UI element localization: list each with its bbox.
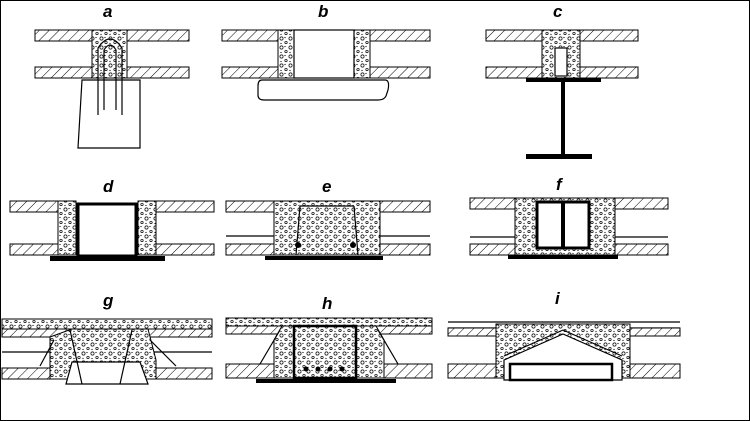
label-b: b [318,2,328,21]
joint-d-right [137,200,157,256]
detail-i: i [447,289,681,382]
detail-b: b [221,2,431,101]
bar-e-1 [295,242,301,248]
label-a: a [103,2,112,21]
box-i [508,362,614,382]
joint-b-right [353,29,371,79]
slab-d-bot-right [151,243,215,256]
slab-a-top-right [126,29,190,42]
slab-h-top-left [225,325,283,335]
detail-f: f [469,175,669,259]
slab-a-bot-right [126,66,190,79]
slab-b-top-left [221,29,283,42]
stud-c [554,47,568,77]
loop-rebar-a-inner [103,44,117,110]
bar-h-1 [303,366,309,372]
slab-h-bot-left [225,363,275,379]
slab-h-bot-right [383,363,433,379]
slab-c-top-right [579,29,639,42]
joint-b-left [277,29,295,79]
detail-e: e [225,177,431,260]
detail-d: d [9,177,215,261]
slab-g-bot-right [155,367,213,380]
beam-c-web [561,82,565,154]
slab-f-top-right [607,197,669,210]
tie-g-right [149,339,177,367]
slab-a-top-left [34,29,93,42]
slab-c-top-left [485,29,543,42]
tie-g-left [39,339,55,367]
formwork-b [257,79,390,101]
detail-h: h [225,294,433,383]
loop-rebar-a [97,38,123,115]
slab-a-bot-left [34,66,93,79]
slab-c-bot-right [579,66,639,79]
slab-g-bot-left [1,367,51,380]
edge-e-right [353,205,359,256]
beam-c-bottom-flange [526,154,592,159]
box-h [292,324,358,380]
slab-i-bot-right [629,363,681,379]
detail-g: g [1,291,213,385]
joint-d-left [57,200,77,256]
label-i: i [555,289,561,308]
formwork-a [77,79,141,149]
slab-i-top-right [629,327,681,337]
strut-g-2 [119,329,133,385]
label-h: h [322,294,332,313]
bar-h-2 [315,366,321,372]
plate-d [50,256,165,261]
slab-i-top-left [447,327,499,337]
label-e: e [322,177,331,196]
label-g: g [102,291,114,310]
slab-b-top-right [367,29,431,42]
rafter-i-left [503,329,564,357]
bar-h-3 [327,366,333,372]
rafter-i-right [562,329,623,357]
slab-c-bot-left [485,66,543,79]
beam-c-top-flange [526,78,601,82]
detail-c: c [485,2,639,159]
joint-e-concrete [273,200,381,256]
label-d: d [103,177,114,196]
bar-h-4 [339,366,345,372]
plate-h [256,379,396,383]
formwork-g [65,361,149,385]
strut-h-right [377,329,399,365]
opening-b [293,29,355,79]
detail-a: a [34,2,190,149]
strut-g-1 [69,329,83,385]
slab-g-top-right [147,328,213,338]
strut-h-left [259,329,281,365]
slab-h-top-right [375,325,433,335]
slab-b-bot-right [367,66,431,79]
slab-f-bot-right [607,243,669,256]
plate-f [508,255,618,259]
label-f: f [556,175,564,194]
label-c: c [553,2,563,21]
box-d [76,202,138,258]
bar-e-2 [350,242,356,248]
slab-b-bot-left [221,66,283,79]
topping-g [1,318,213,330]
slab-d-top-right [151,200,215,213]
slab-i-bot-left [447,363,497,379]
plate-e [265,256,383,260]
